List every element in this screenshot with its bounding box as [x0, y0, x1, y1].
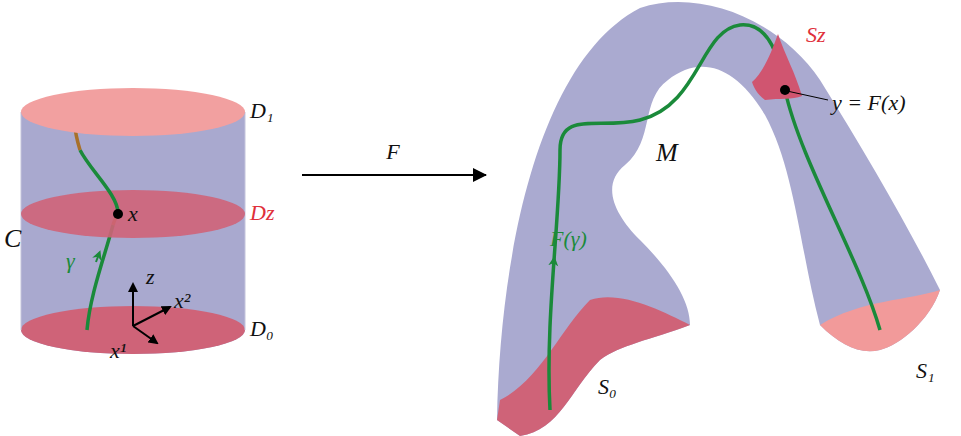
boundary-label: S₀	[598, 376, 617, 398]
cylinder	[21, 88, 245, 354]
axis-label: z	[146, 266, 155, 288]
point-label: y = F(x)	[832, 92, 905, 114]
slice-label: Sz	[806, 24, 826, 46]
axis-label: x²	[174, 290, 190, 312]
map-label: F	[386, 141, 399, 163]
curve-label: γ	[66, 250, 75, 272]
curve-label: F(γ)	[550, 228, 587, 250]
region-name: C	[4, 226, 21, 252]
disc-label: Dz	[250, 202, 274, 224]
manifold-shape	[497, 2, 940, 436]
disc-label: D₀	[250, 318, 274, 340]
point-label: x	[128, 203, 138, 225]
map-arrow	[302, 174, 486, 176]
disc-label: D₁	[250, 100, 274, 122]
axis-label: x¹	[110, 340, 126, 362]
boundary-label: S₁	[916, 360, 935, 382]
manifold-region: M	[488, 0, 961, 436]
region-name: M	[656, 140, 678, 166]
